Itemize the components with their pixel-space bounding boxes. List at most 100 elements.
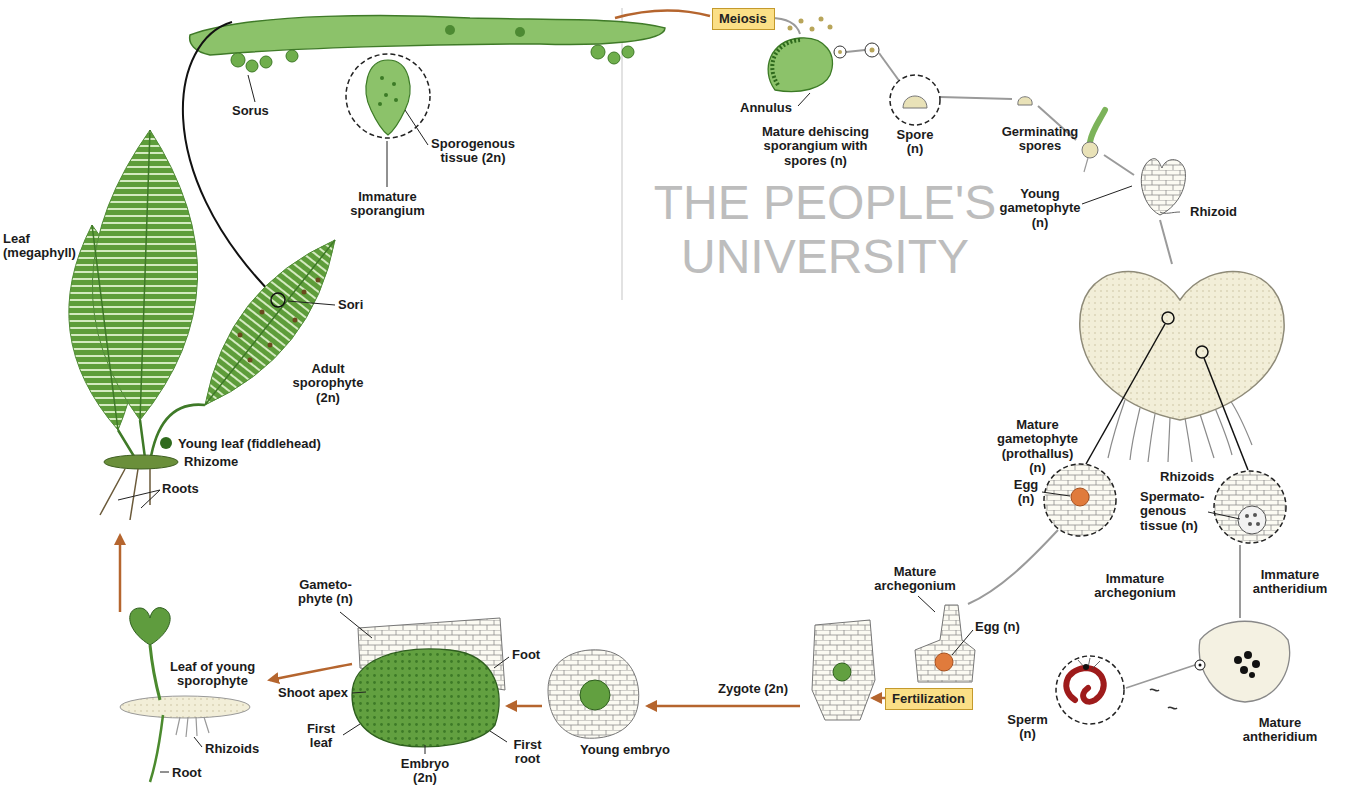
cycle-line: [873, 697, 885, 700]
leader-line: [340, 612, 372, 638]
leader-line: [490, 731, 507, 742]
frond-section: [445, 25, 455, 35]
watermark-text: UNIVERSITY: [640, 232, 1010, 282]
embryo: [352, 649, 499, 747]
dehiscing-sporangium: [768, 38, 832, 92]
leader-line: [798, 93, 810, 106]
leader-line: [118, 490, 160, 508]
sporangium-zoom: [366, 60, 410, 135]
frond-section: [608, 52, 620, 64]
dehiscing-sporangium: [772, 40, 800, 85]
part-label: Young gametophyte (n): [995, 187, 1085, 230]
frond-section: [515, 27, 525, 37]
young-gametophyte: [1141, 159, 1185, 215]
cycle-line: [119, 536, 122, 612]
part-label: Shoot apex: [278, 686, 368, 700]
sporangium-zoom: [346, 54, 430, 138]
dehiscing-sporangium: [870, 48, 875, 53]
frond-section: [246, 60, 258, 72]
mature-gametophyte: [1204, 358, 1248, 470]
sperm: [1083, 664, 1089, 670]
leader-line: [352, 692, 366, 693]
part-label: Immature antheridium: [1245, 568, 1335, 597]
leader-line: [160, 772, 169, 773]
young-embryo: [580, 680, 610, 710]
antheridium-zoom: [1214, 471, 1286, 543]
archegonium-zoom: [1044, 464, 1116, 536]
frond-section: [286, 50, 298, 62]
part-label: Rhizoid: [1190, 205, 1250, 219]
mature-antheridium: [1240, 666, 1248, 674]
mature-gametophyte: [1086, 324, 1165, 464]
antheridium-zoom: [1248, 522, 1252, 526]
sperm: [1056, 656, 1124, 724]
part-label: Germinating spores: [995, 125, 1085, 154]
sperm: [1056, 656, 1177, 724]
mature-antheridium: [1195, 660, 1205, 670]
cycle-line: [1126, 665, 1195, 688]
mature-archegonium: [915, 605, 975, 682]
sporangium-zoom: [384, 93, 388, 97]
young-gametophyte: [1141, 159, 1185, 215]
leader-line: [494, 657, 509, 668]
spore: [890, 75, 940, 125]
leader-line: [118, 75, 1240, 772]
part-label: Egg (n): [975, 620, 1035, 634]
leader-line: [387, 141, 388, 187]
mature-archegonium: [935, 653, 953, 671]
sporangium-zoom: [346, 54, 430, 138]
leader-line: [1208, 512, 1240, 519]
young-embryo: [548, 650, 639, 738]
cycle-line: [270, 664, 352, 680]
part-label: Root: [172, 766, 212, 780]
process-step-box: Meiosis: [712, 8, 775, 30]
part-label: Rhizome: [184, 455, 254, 469]
sporangium-zoom: [392, 82, 396, 86]
frond-section: [260, 56, 272, 68]
dehiscing-sporangium: [810, 27, 815, 32]
sperm: [1066, 668, 1103, 702]
young-embryo: [548, 650, 639, 738]
part-label: Adult sporophyte (2n): [288, 362, 368, 405]
spore: [1018, 97, 1032, 105]
cycle-line: [1239, 545, 1241, 618]
leader-line: [288, 301, 335, 305]
dehiscing-sporangium: [828, 25, 833, 30]
young-gametophyte: [1160, 212, 1180, 213]
part-label: Sporogenous tissue (2n): [428, 137, 518, 166]
part-label: Spermato- genous tissue (n): [1140, 490, 1210, 533]
part-label: Roots: [162, 482, 212, 496]
leader-line: [918, 596, 935, 612]
adult-sporophyte: [150, 405, 205, 462]
part-label: Rhizoids: [1160, 470, 1230, 484]
adult-sporophyte: [316, 278, 321, 283]
part-label: Rhizoids: [205, 742, 275, 756]
part-label: Mature gametophyte (prothallus) (n): [995, 418, 1080, 475]
frond-section: [231, 53, 245, 67]
antheridium-zoom: [1253, 513, 1257, 517]
part-label: Sperm (n): [1005, 713, 1050, 742]
spore: [890, 75, 1032, 125]
adult-sporophyte: [302, 290, 307, 295]
cycle-line: [879, 53, 900, 82]
spore: [903, 96, 927, 108]
antheridium-zoom: [1214, 471, 1286, 543]
part-label: Mature dehiscing sporangium with spores …: [748, 125, 883, 168]
part-label: Sorus: [232, 104, 292, 118]
mature-antheridium: [1234, 656, 1242, 664]
mature-gametophyte: [1196, 346, 1208, 358]
dehiscing-sporangium: [834, 46, 846, 58]
sperm: [1168, 707, 1177, 709]
mature-gametophyte: [1080, 271, 1284, 470]
young-sporophyte: [176, 717, 209, 737]
germinating-spore: [1090, 110, 1105, 142]
germinating-spore: [1082, 142, 1098, 158]
sporangium-zoom: [394, 98, 398, 102]
leader-line: [194, 737, 202, 747]
cycle-line: [1160, 220, 1172, 264]
embryo: [352, 618, 505, 747]
sporangium-zoom: [380, 76, 384, 80]
adult-sporophyte: [160, 437, 172, 449]
part-label: Egg (n): [1010, 478, 1042, 507]
